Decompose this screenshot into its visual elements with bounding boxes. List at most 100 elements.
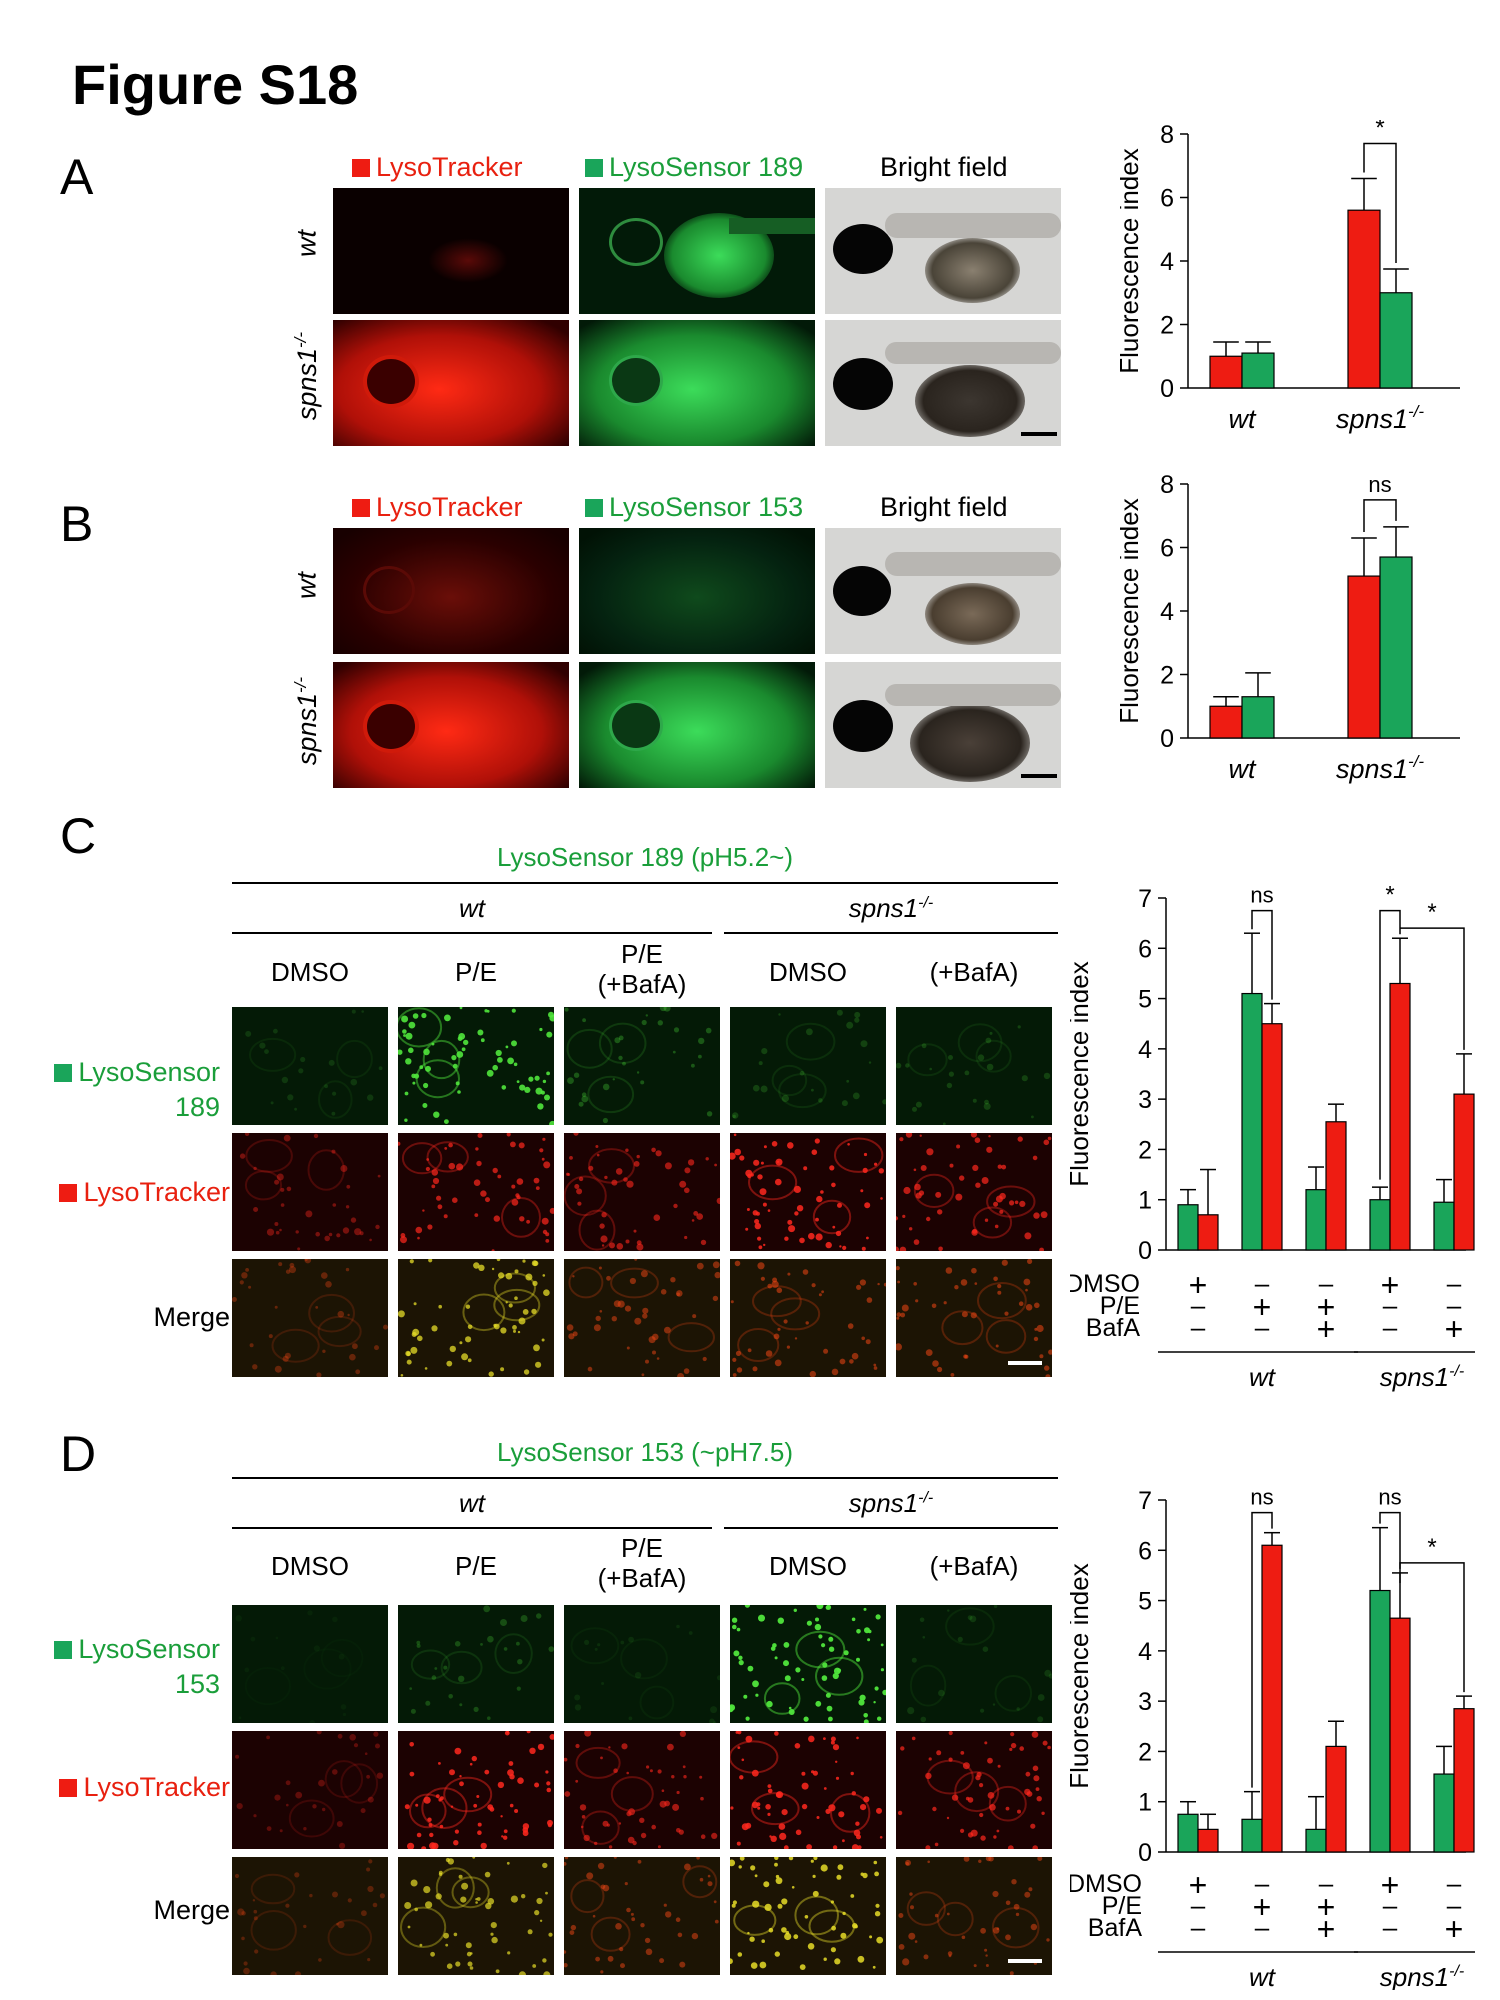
column-label: (+BafA) xyxy=(929,1551,1019,1581)
microscopy-image xyxy=(398,1605,554,1723)
image-lysotracker-wt-b xyxy=(333,528,569,654)
condition-mark: + xyxy=(1189,1867,1208,1903)
microscopy-image xyxy=(564,1007,720,1125)
microscopy-image xyxy=(564,1133,720,1251)
image-lysosensor-wt-a xyxy=(579,188,815,314)
y-tick-label: 4 xyxy=(1138,1638,1152,1666)
divider xyxy=(232,1527,712,1529)
y-tick-label: 6 xyxy=(1160,535,1174,563)
condition-mark: + xyxy=(1317,1889,1336,1925)
microscopy-image xyxy=(730,1259,886,1377)
panel-d-image-grid xyxy=(232,1605,1058,1980)
condition-mark: – xyxy=(1191,1290,1206,1320)
significance-bracket xyxy=(1379,1511,1401,1569)
red-square-icon xyxy=(59,1184,78,1202)
bar xyxy=(1433,1773,1455,1853)
panel-d-title: LysoSensor 153 (~pH7.5) xyxy=(496,1437,794,1467)
condition-name: BafA xyxy=(1086,1314,1141,1342)
x-category-label: spns1-/- xyxy=(1336,752,1424,784)
condition-mark: + xyxy=(1445,1311,1464,1347)
significance-bracket xyxy=(1251,1511,1273,1788)
condition-mark: + xyxy=(1317,1311,1336,1347)
condition-mark: – xyxy=(1383,1312,1398,1342)
row-label-merge-c: Merge xyxy=(153,1302,230,1332)
y-tick-label: 7 xyxy=(1138,885,1152,913)
y-axis-label: Fluorescence index xyxy=(1120,148,1144,373)
condition-mark: + xyxy=(1253,1889,1272,1925)
condition-mark: – xyxy=(1191,1312,1206,1342)
group-spns1-c: spns1-/- xyxy=(848,893,934,923)
green-square-icon xyxy=(54,1064,73,1082)
bar xyxy=(1453,1708,1475,1853)
condition-mark: – xyxy=(1447,1290,1462,1320)
microscopy-image xyxy=(564,1259,720,1377)
panel-c-title: LysoSensor 189 (pH5.2~) xyxy=(496,842,794,872)
scale-bar xyxy=(1021,774,1057,778)
y-tick-label: 8 xyxy=(1160,471,1174,499)
group-label: wt xyxy=(1249,1962,1277,1990)
condition-mark: – xyxy=(1447,1890,1462,1920)
column-label: DMSO xyxy=(769,1551,847,1581)
significance-label: * xyxy=(1385,882,1394,909)
y-tick-label: 0 xyxy=(1138,1237,1152,1265)
condition-mark: – xyxy=(1383,1890,1398,1920)
y-tick-label: 1 xyxy=(1138,1789,1152,1817)
green-square-icon xyxy=(585,499,603,517)
y-tick-label: 5 xyxy=(1138,1588,1152,1616)
y-tick-label: 3 xyxy=(1138,1086,1152,1114)
image-lysotracker-spns1 xyxy=(333,320,569,446)
y-tick-label: 0 xyxy=(1138,1839,1152,1867)
image-brightfield-spns1-a xyxy=(825,320,1061,446)
condition-mark: – xyxy=(1447,1268,1462,1298)
microscopy-image xyxy=(896,1731,1052,1849)
microscopy-image xyxy=(232,1007,388,1125)
x-category-label: wt xyxy=(1229,404,1257,434)
bar xyxy=(1325,1121,1347,1251)
bar xyxy=(1389,982,1411,1251)
microscopy-image xyxy=(730,1007,886,1125)
bar xyxy=(1305,1828,1327,1853)
condition-name: P/E xyxy=(1100,1292,1140,1320)
image-lysotracker-wt xyxy=(333,188,569,314)
microscopy-image xyxy=(896,1605,1052,1723)
column-label: (+BafA) xyxy=(929,957,1019,987)
image-brightfield-spns1-b xyxy=(825,662,1061,788)
microscopy-image xyxy=(398,1133,554,1251)
divider xyxy=(724,932,1058,934)
y-tick-label: 6 xyxy=(1160,185,1174,213)
condition-mark: – xyxy=(1255,1868,1270,1898)
bar xyxy=(1389,1617,1411,1853)
condition-mark: – xyxy=(1319,1868,1334,1898)
bar xyxy=(1197,1828,1219,1853)
significance-label: * xyxy=(1375,120,1384,142)
bar xyxy=(1197,1214,1219,1251)
bar xyxy=(1379,292,1413,389)
group-label: spns1-/- xyxy=(1380,1362,1465,1392)
panel-label-b: B xyxy=(60,496,94,552)
group-spns1-d: spns1-/- xyxy=(848,1488,934,1518)
significance-bracket xyxy=(1399,1562,1465,1693)
group-wt-c: wt xyxy=(459,893,485,923)
green-square-icon xyxy=(54,1641,73,1659)
row-label-lysosensor-189: LysoSensor 189 xyxy=(40,1055,220,1125)
bar xyxy=(1209,355,1243,389)
significance-label: ns xyxy=(1378,1485,1401,1510)
row-label-spns1-b: spns1-/- xyxy=(291,676,322,766)
y-tick-label: 5 xyxy=(1138,986,1152,1014)
figure-title: Figure S18 xyxy=(72,53,359,116)
bar xyxy=(1241,696,1275,739)
column-label: DMSO xyxy=(271,957,349,987)
divider xyxy=(232,932,712,934)
header-lysotracker-b: LysoTracker xyxy=(352,492,523,523)
y-tick-label: 4 xyxy=(1160,248,1174,276)
bar xyxy=(1369,1589,1391,1853)
microscopy-image xyxy=(730,1133,886,1251)
panel-label-c: C xyxy=(60,808,97,864)
condition-mark: – xyxy=(1319,1268,1334,1298)
image-brightfield-wt-b xyxy=(825,528,1061,654)
significance-bracket xyxy=(1363,499,1397,532)
condition-mark: + xyxy=(1317,1289,1336,1325)
condition-mark: – xyxy=(1191,1890,1206,1920)
